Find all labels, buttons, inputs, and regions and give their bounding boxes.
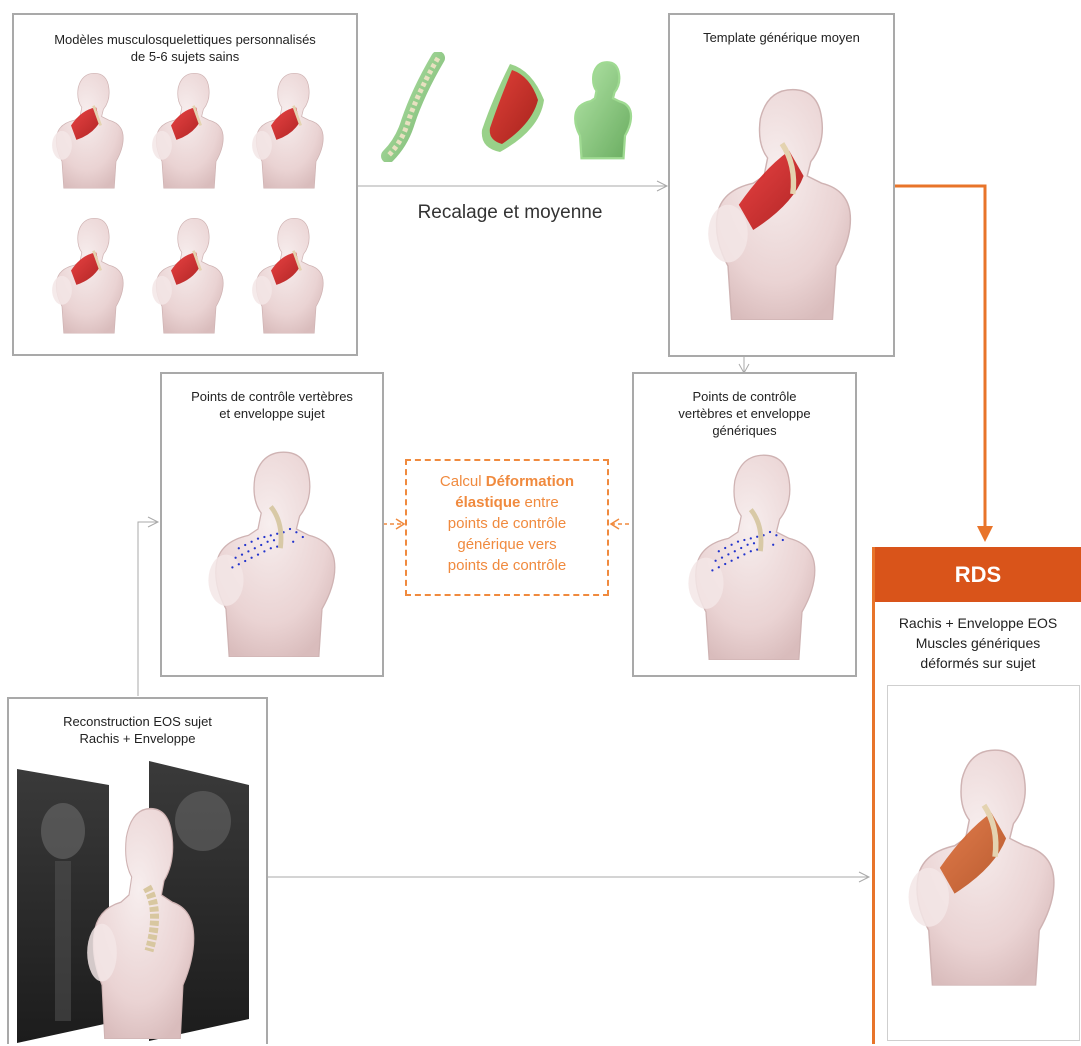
models-title-line2: de 5-6 sujets sains [14,48,356,65]
deformation-bold2: élastique [455,494,520,511]
subject-points-title-line2: et enveloppe sujet [162,405,382,422]
generic-points-title: Points de contrôle vertèbres et envelopp… [634,388,855,439]
generic-control-points-box: Points de contrôle vertèbres et envelopp… [632,372,857,677]
subject-points-title-line1: Points de contrôle vertèbres [162,388,382,405]
eos-title-line1: Reconstruction EOS sujet [9,713,266,730]
rds-description: Rachis + Enveloppe EOS Muscles générique… [875,613,1081,673]
rds-title: RDS [875,547,1081,602]
deformation-bold1: Déformation [486,473,574,490]
generic-points-title-line1: Points de contrôle [634,388,855,405]
healthy-subjects-models-box: Modèles musculosquelettiques personnalis… [12,13,358,356]
deformation-line5: points de contrôle [407,555,607,576]
eos-title: Reconstruction EOS sujet Rachis + Envelo… [9,713,266,747]
deformation-line4: générique vers [407,534,607,555]
elastic-deformation-box: Calcul Déformation élastique entre point… [405,459,609,596]
deformation-after-bold: entre [520,494,558,511]
deformation-line1: Calcul Déformation [407,471,607,492]
subject-control-points-box: Points de contrôle vertèbres et envelopp… [160,372,384,677]
generic-template-figure [692,53,872,353]
rds-line2: Muscles génériques [875,633,1081,653]
rds-line1: Rachis + Enveloppe EOS [875,613,1081,633]
subject-model-5 [144,215,234,335]
eos-title-line2: Rachis + Enveloppe [9,730,266,747]
generic-control-points-figure [674,444,834,668]
eos-xray-figure [13,761,263,1046]
models-title: Modèles musculosquelettiques personnalis… [14,31,356,65]
deformation-prefix: Calcul [440,473,486,490]
template-title: Template générique moyen [670,29,893,46]
eos-reconstruction-box: Reconstruction EOS sujet Rachis + Envelo… [7,697,268,1044]
subject-model-2 [144,70,234,190]
generic-points-title-line2: vertèbres et enveloppe [634,405,855,422]
generic-points-title-line3: génériques [634,422,855,439]
deformation-line3: points de contrôle [407,513,607,534]
generic-template-box: Template générique moyen [668,13,895,357]
muscles-registration-figure [470,60,555,160]
spine-registration-figure [378,52,458,162]
deformation-line2: élastique entre [407,492,607,513]
subject-model-3 [244,70,334,190]
subject-control-points-figure [194,438,354,668]
models-title-line1: Modèles musculosquelettiques personnalis… [14,31,356,48]
subject-model-4 [44,215,134,335]
rds-result-figure [892,696,1076,1036]
subject-points-title: Points de contrôle vertèbres et envelopp… [162,388,382,422]
rds-panel: RDS Rachis + Enveloppe EOS Muscles génér… [872,547,1081,1044]
rds-line3: déformés sur sujet [875,653,1081,673]
rds-result-image [887,685,1080,1041]
subject-model-6 [244,215,334,335]
subject-model-1 [44,70,134,190]
envelope-registration-figure [565,52,640,167]
registration-label: Recalage et moyenne [400,202,620,224]
